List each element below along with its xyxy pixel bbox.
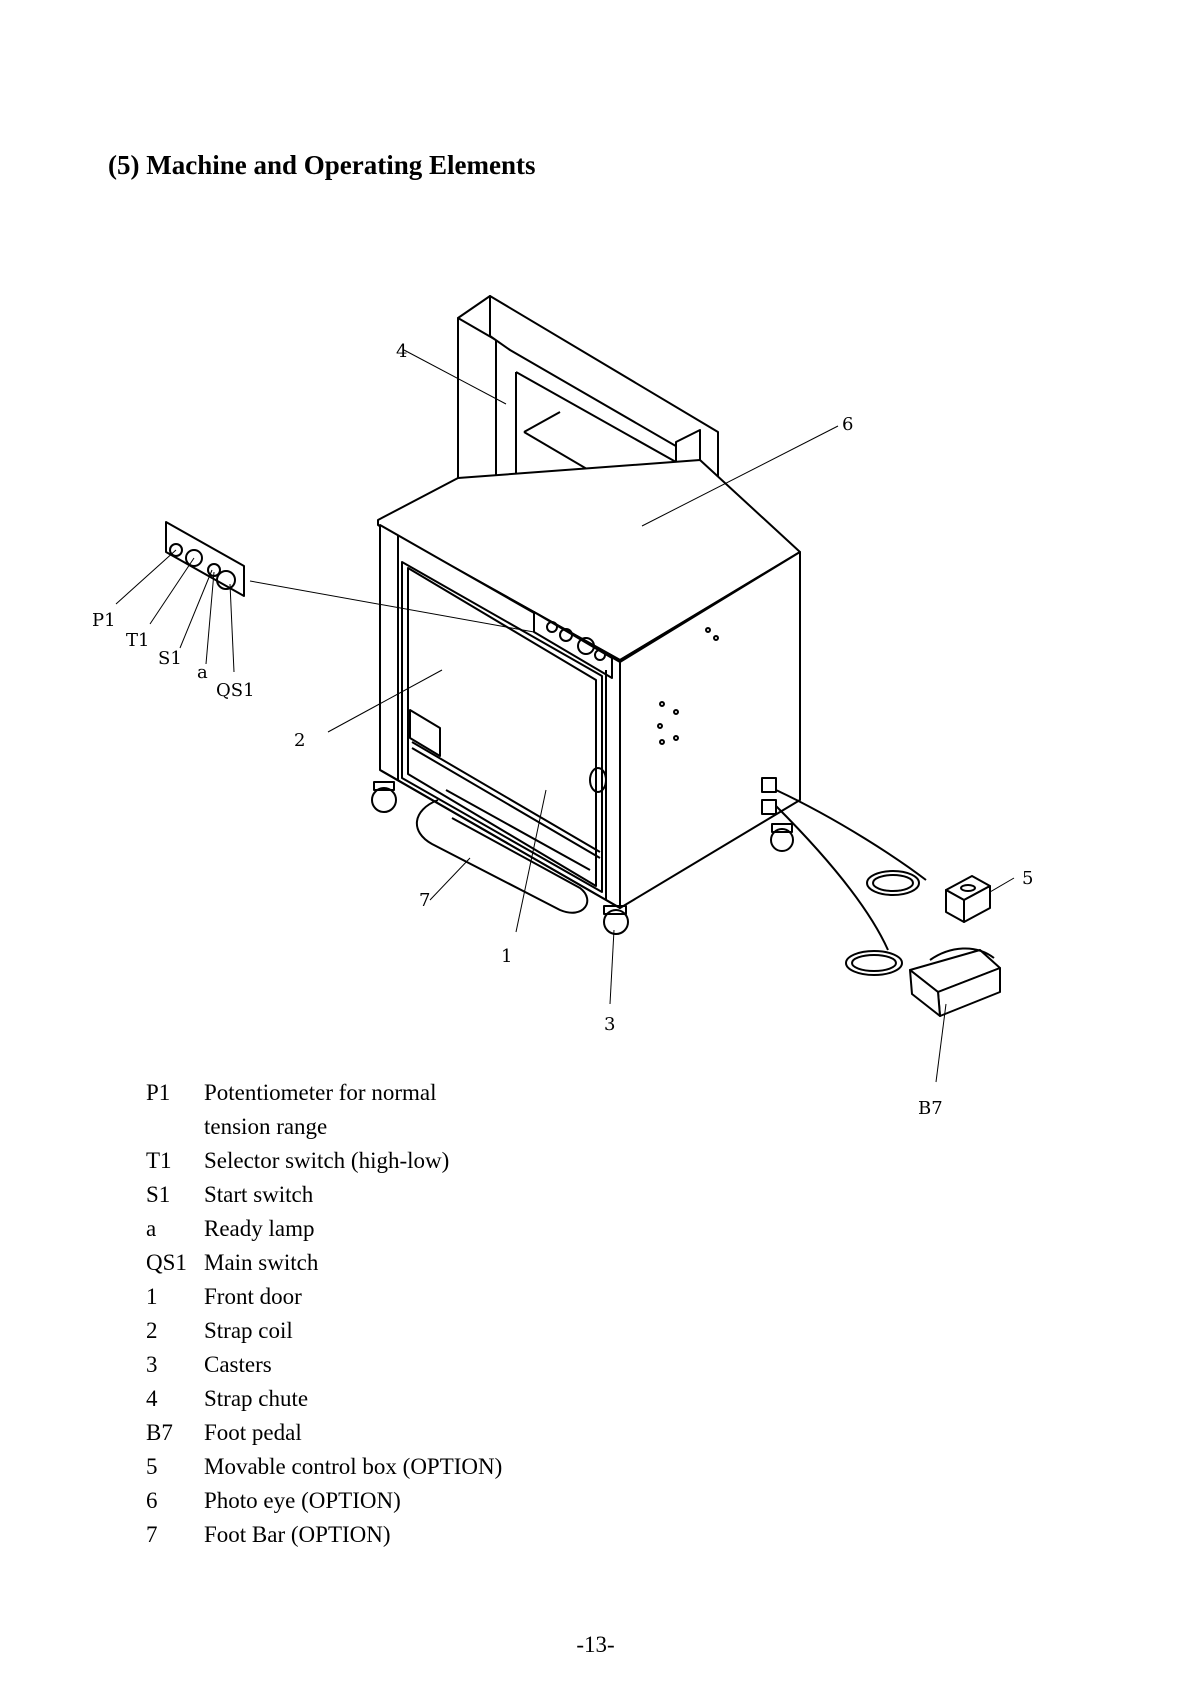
legend-text: Start switch (204, 1182, 314, 1207)
legend-key: a (146, 1216, 157, 1241)
legend-item: 2 Strap coil (146, 1314, 502, 1348)
legend-item: T1 Selector switch (high-low) (146, 1144, 502, 1178)
legend-key: 3 (146, 1352, 158, 1377)
legend-item: 7 Foot Bar (OPTION) (146, 1518, 502, 1552)
legend-item: QS1 Main switch (146, 1246, 502, 1280)
legend-text: Photo eye (OPTION) (204, 1488, 401, 1513)
legend-key: 5 (146, 1454, 158, 1479)
callout-1: 1 (501, 946, 512, 967)
callout-7: 7 (419, 890, 430, 911)
callout-b7: B7 (918, 1098, 943, 1119)
legend-item: B7 Foot pedal (146, 1416, 502, 1450)
legend-key: 4 (146, 1386, 158, 1411)
legend-item: 3 Casters (146, 1348, 502, 1382)
legend-key: 6 (146, 1488, 158, 1513)
casters (371, 781, 794, 935)
legend-item: 1 Front door (146, 1280, 502, 1314)
machine-side (379, 551, 801, 909)
page-title: (5) Machine and Operating Elements (108, 150, 536, 180)
callout-5: 5 (1022, 868, 1033, 889)
callout-6: 6 (842, 414, 853, 435)
callout-2: 2 (294, 730, 305, 751)
callout-qs1: QS1 (216, 680, 255, 701)
legend-text: Ready lamp (204, 1216, 315, 1241)
callout-s1: S1 (158, 648, 182, 669)
legend-key: S1 (146, 1182, 171, 1207)
legend-text: Main switch (204, 1250, 319, 1275)
foot-pedal (909, 947, 1001, 1017)
front-door (401, 561, 603, 893)
legend-item: S1 Start switch (146, 1178, 502, 1212)
legend-key: T1 (146, 1148, 172, 1173)
foot-bar (415, 799, 589, 914)
legend-key: QS1 (146, 1250, 187, 1275)
legend-text: Potentiometer for normal (204, 1080, 437, 1105)
control-panel-detail (165, 521, 245, 597)
legend-key: P1 (146, 1080, 171, 1105)
callout-3: 3 (604, 1014, 615, 1035)
legend-key: 2 (146, 1318, 158, 1343)
legend-text: Foot Bar (OPTION) (204, 1522, 391, 1547)
legend-key: 1 (146, 1284, 158, 1309)
callout-labels: P1 T1 S1 a QS1 4 6 2 7 1 3 5 B7 (92, 341, 1033, 1119)
legend-item: 5 Movable control box (OPTION) (146, 1450, 502, 1484)
legend-text: Strap coil (204, 1318, 293, 1343)
movable-control-box (945, 875, 991, 923)
legend-text: Front door (204, 1284, 302, 1309)
machine-front (379, 524, 621, 909)
legend-text: Movable control box (OPTION) (204, 1454, 503, 1479)
legend-item: a Ready lamp (146, 1212, 502, 1246)
legend-item: 6 Photo eye (OPTION) (146, 1484, 502, 1518)
cables (775, 789, 927, 976)
legend-text: Casters (204, 1352, 272, 1377)
legend-text: Foot pedal (204, 1420, 302, 1445)
callout-p1: P1 (92, 610, 116, 631)
legend-key: B7 (146, 1420, 173, 1445)
legend: P1 Potentiometer for normal tension rang… (146, 1076, 502, 1552)
control-panel (533, 611, 613, 679)
legend-item: P1 Potentiometer for normal (146, 1076, 502, 1110)
page-number: -13- (576, 1632, 615, 1657)
legend-item: 4 Strap chute (146, 1382, 502, 1416)
leader-lines (115, 349, 1015, 1083)
legend-text-continuation: tension range (204, 1114, 328, 1139)
legend-text: Selector switch (high-low) (204, 1148, 450, 1173)
legend-key: 7 (146, 1522, 158, 1547)
legend-text: Strap chute (204, 1386, 309, 1411)
callout-a: a (197, 662, 208, 683)
callout-t1: T1 (126, 630, 149, 651)
callout-4: 4 (396, 341, 407, 362)
